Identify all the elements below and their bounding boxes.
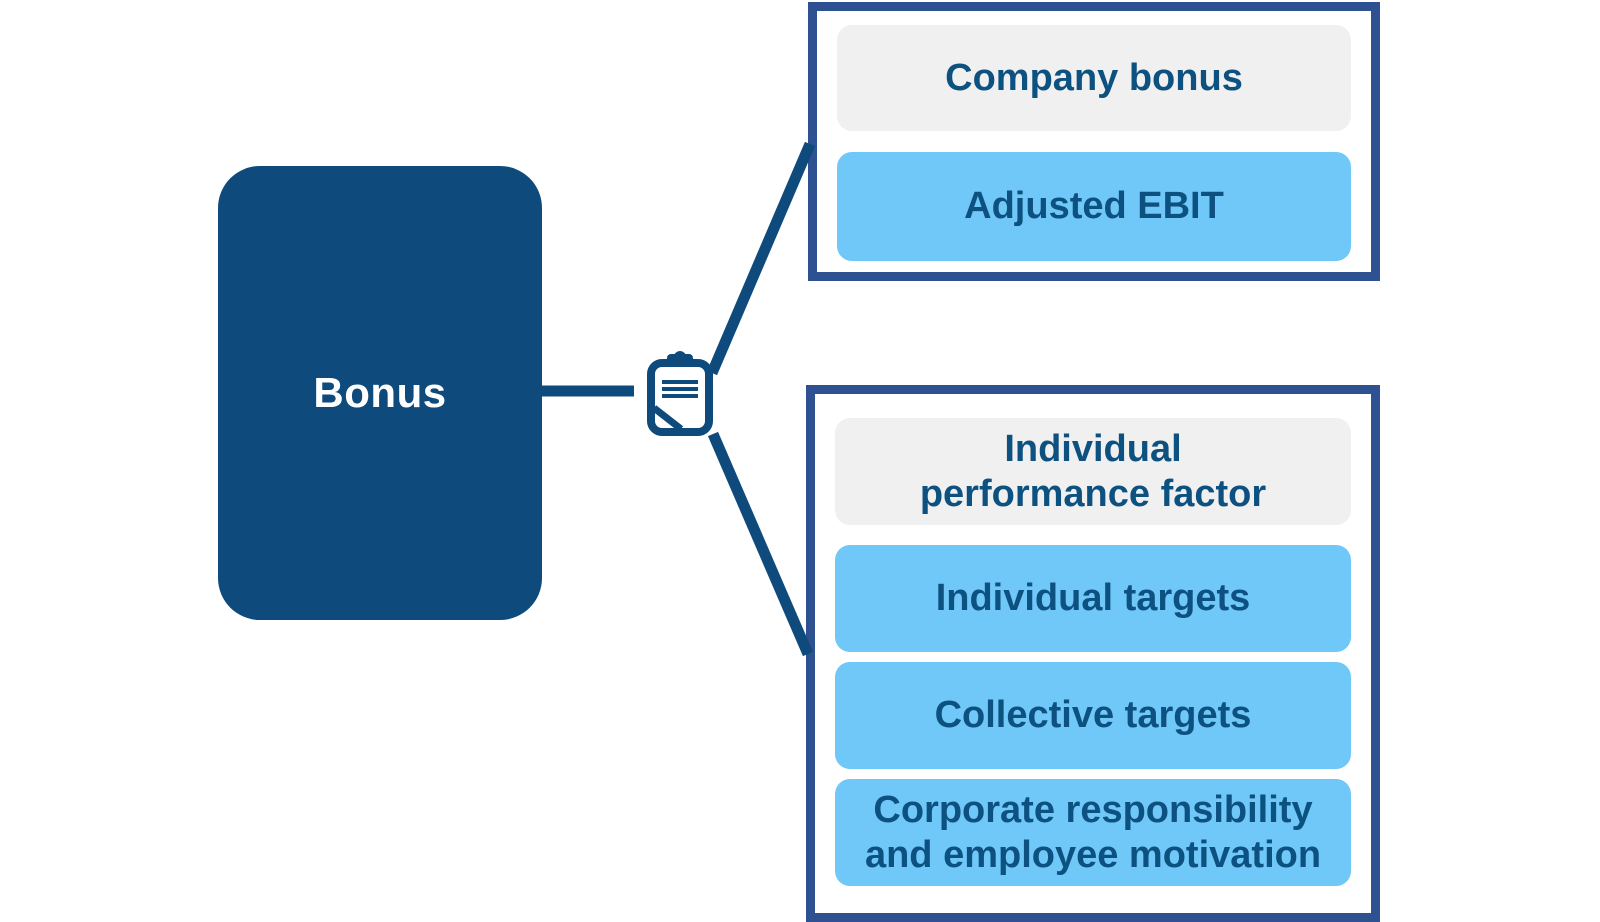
individual-performance-group: Individual performance factor Individual… xyxy=(806,385,1380,922)
adjusted-ebit-item: Adjusted EBIT xyxy=(837,152,1351,261)
individual-targets-item: Individual targets xyxy=(835,545,1351,652)
corporate-responsibility-line1: Corporate responsibility xyxy=(873,788,1313,831)
bonus-node-label: Bonus xyxy=(313,369,447,416)
individual-performance-header: Individual performance factor xyxy=(835,418,1351,525)
corporate-responsibility-line2: and employee motivation xyxy=(864,833,1322,876)
connector-top-diagonal xyxy=(706,141,816,376)
individual-performance-header-line1: Individual xyxy=(1004,427,1182,470)
company-bonus-group: Company bonus Adjusted EBIT xyxy=(808,2,1380,281)
individual-performance-header-line2: performance factor xyxy=(919,472,1267,515)
individual-targets-label: Individual targets xyxy=(935,577,1251,619)
collective-targets-label: Collective targets xyxy=(934,694,1252,736)
connector-bottom-diagonal xyxy=(707,431,814,657)
company-bonus-header-label: Company bonus xyxy=(945,56,1243,99)
corporate-responsibility-item: Corporate responsibility and employee mo… xyxy=(835,779,1351,886)
collective-targets-item: Collective targets xyxy=(835,662,1351,769)
clipboard-icon xyxy=(647,351,713,436)
bonus-node: Bonus xyxy=(218,166,542,620)
adjusted-ebit-label: Adjusted EBIT xyxy=(964,185,1224,227)
company-bonus-header: Company bonus xyxy=(837,25,1351,131)
